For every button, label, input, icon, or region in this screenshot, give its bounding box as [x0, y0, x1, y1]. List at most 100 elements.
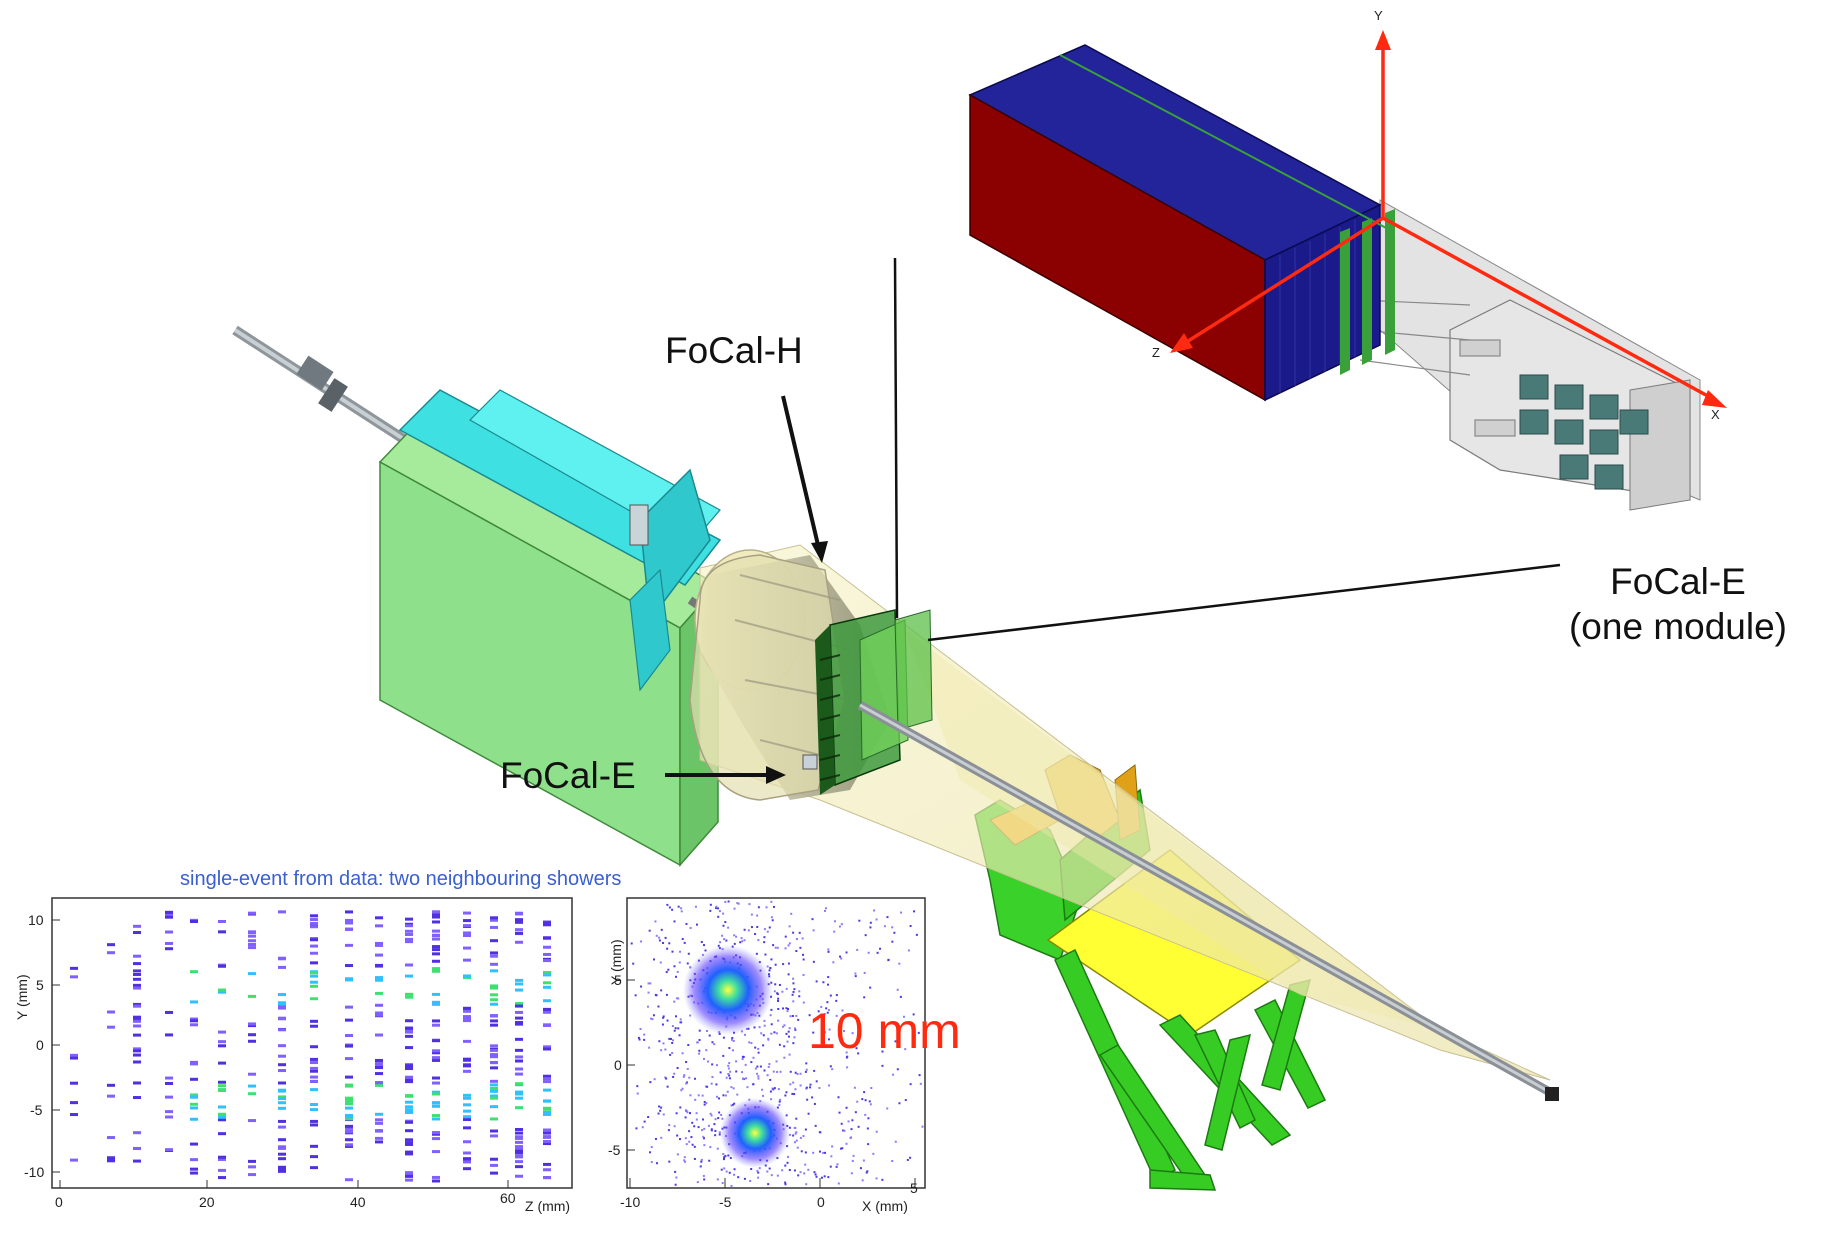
yx-hit — [792, 1042, 795, 1045]
yx-hit — [646, 1005, 649, 1008]
yx-hit — [804, 1070, 807, 1073]
yx-hit — [733, 1173, 736, 1176]
yz-hit — [345, 964, 353, 968]
yz-hit — [165, 947, 173, 951]
yz-xtick: 40 — [350, 1194, 366, 1210]
yz-hit — [278, 957, 286, 961]
yz-hit — [405, 1129, 413, 1133]
yz-hit — [463, 976, 471, 980]
yx-hit — [799, 1136, 802, 1139]
yx-hit — [702, 944, 705, 947]
yz-hit — [278, 1028, 286, 1032]
yz-hit — [310, 1019, 318, 1023]
yz-hit — [515, 1155, 523, 1159]
yx-hit — [715, 1083, 718, 1086]
yz-hit — [490, 962, 498, 966]
yx-hit — [727, 900, 730, 903]
yz-hit — [432, 1117, 440, 1121]
yz-hit — [70, 1081, 78, 1085]
yx-ytick: -5 — [608, 1142, 621, 1158]
yx-hit — [777, 1007, 780, 1010]
yx-hit — [678, 1034, 681, 1037]
yz-hit — [165, 910, 173, 914]
yx-hit — [767, 1065, 770, 1068]
yx-hit — [676, 1153, 679, 1156]
module-inset — [968, 30, 1727, 511]
yx-hit — [757, 1051, 760, 1054]
yz-hit — [405, 1110, 413, 1114]
yz-hit — [515, 1127, 523, 1131]
yx-hit — [686, 1111, 689, 1114]
yx-hit — [702, 1135, 705, 1138]
inset-axis-x: X — [1711, 407, 1720, 422]
yz-hit — [218, 1061, 226, 1065]
yx-hit — [658, 1040, 661, 1043]
yx-hit — [649, 1151, 652, 1154]
yz-hit — [218, 1157, 226, 1161]
yz-ytick: 10 — [28, 912, 44, 928]
yz-hit — [190, 970, 198, 974]
yz-hit — [218, 1176, 226, 1180]
yx-hit — [700, 1158, 703, 1161]
yx-hit — [805, 1086, 808, 1089]
yx-hit — [857, 1125, 860, 1128]
yz-hit — [310, 974, 318, 978]
yz-hit — [310, 1075, 318, 1079]
yx-hit — [789, 1070, 792, 1073]
yx-hit — [843, 1129, 846, 1132]
yz-hit — [543, 1099, 551, 1103]
yz-hit — [490, 1061, 498, 1065]
yx-hit — [770, 900, 773, 903]
yx-hit — [836, 1163, 839, 1166]
yx-hit — [784, 1183, 787, 1186]
yz-hit — [405, 1178, 413, 1182]
yx-hit — [837, 1182, 840, 1185]
yx-hit — [640, 985, 643, 988]
yx-hit — [863, 996, 866, 999]
yz-hit — [278, 1001, 286, 1005]
yz-hit — [405, 1100, 413, 1104]
yz-hit — [310, 1057, 318, 1061]
focal-e-module-label-line2: (one module) — [1568, 606, 1787, 647]
yx-hit — [790, 912, 793, 915]
yx-hit — [769, 1014, 772, 1017]
yz-hit — [218, 988, 226, 992]
yx-hit — [680, 1021, 683, 1024]
yx-hit — [829, 1065, 832, 1068]
yx-hit — [784, 1181, 787, 1184]
focal-e-label: FoCal-E — [500, 755, 636, 796]
yx-hit — [766, 965, 769, 968]
plot-yz — [51, 897, 573, 1189]
yz-hit — [218, 964, 226, 968]
yz-hit — [463, 958, 471, 962]
yx-hit — [795, 938, 798, 941]
yx-hit — [784, 947, 787, 950]
yx-hit — [794, 1132, 797, 1135]
yx-hit — [826, 1011, 829, 1014]
yz-hit — [405, 929, 413, 933]
yx-hit — [672, 1039, 675, 1042]
yx-hit — [773, 990, 776, 993]
yx-hit — [781, 1169, 784, 1172]
focal-e-module-label-line1: FoCal-E — [1610, 561, 1746, 602]
yx-hit — [691, 1121, 694, 1124]
yx-hit — [775, 1032, 778, 1035]
yx-hit — [797, 1018, 800, 1021]
yz-hit — [432, 915, 440, 919]
yz-hit — [70, 1101, 78, 1105]
yz-hit — [405, 963, 413, 967]
yx-hit — [648, 929, 651, 932]
yx-hit — [919, 1082, 922, 1085]
yz-hit — [375, 1112, 383, 1116]
yz-hit — [405, 1019, 413, 1023]
yz-hit — [432, 969, 440, 973]
yx-hit — [787, 973, 790, 976]
yx-hit — [850, 1128, 853, 1131]
yz-hit — [310, 1045, 318, 1049]
yz-hit — [133, 1159, 141, 1163]
yz-hit — [190, 1106, 198, 1110]
yx-hit — [831, 1044, 834, 1047]
yx-hit — [788, 1053, 791, 1056]
yz-hit — [345, 1057, 353, 1061]
